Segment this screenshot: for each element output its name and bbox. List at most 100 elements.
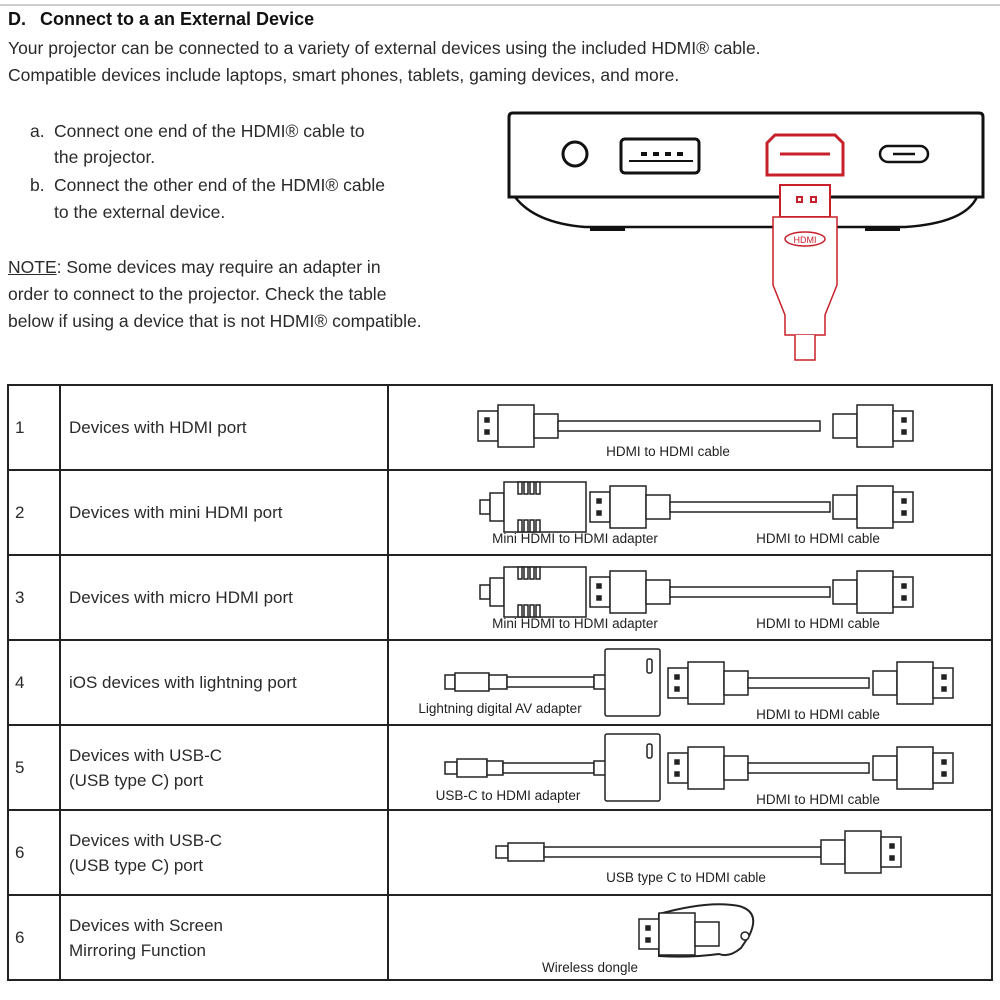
plug-body xyxy=(687,746,725,790)
fin xyxy=(529,566,535,580)
pin xyxy=(941,686,947,692)
plug-body xyxy=(856,485,894,529)
plug-body xyxy=(658,912,696,956)
hdmi-plug-icon xyxy=(832,404,914,448)
plug-head xyxy=(932,752,954,784)
pin xyxy=(889,855,895,861)
plug-collar xyxy=(593,760,607,776)
plug-head xyxy=(880,836,902,868)
pin xyxy=(674,771,680,777)
audio-jack-icon xyxy=(561,140,589,168)
lightning-plug-icon xyxy=(454,672,490,692)
description-line: Devices with Screen xyxy=(69,915,224,935)
adapter-body xyxy=(503,566,587,618)
fin xyxy=(529,519,535,533)
cable-label: USB type C to HDMI cable xyxy=(606,870,766,885)
connection-diagram: Wireless dongle xyxy=(387,894,993,981)
pin xyxy=(901,595,907,601)
description-line: Devices with USB-C xyxy=(69,745,223,765)
pin xyxy=(674,759,680,765)
pin xyxy=(901,429,907,435)
pin xyxy=(941,771,947,777)
pin xyxy=(674,686,680,692)
diagram-svg: HDMI to HDMI cable xyxy=(477,404,914,459)
note-line-3: below if using a device that is not HDMI… xyxy=(8,311,422,331)
description-line: (USB type C) port xyxy=(69,770,204,790)
plug-collar xyxy=(872,670,898,696)
cable xyxy=(502,762,595,774)
hdmi-plug-icon xyxy=(589,570,671,614)
pin xyxy=(645,937,651,943)
step-a-line-2: the projector. xyxy=(54,147,156,167)
plug-collar xyxy=(723,755,749,781)
hdmi-plug-icon xyxy=(832,570,914,614)
fin xyxy=(535,566,541,580)
pin xyxy=(901,510,907,516)
cable-label: HDMI to HDMI cable xyxy=(756,707,880,722)
description-line: Devices with micro HDMI port xyxy=(69,588,293,607)
plug-body xyxy=(609,570,647,614)
plug-collar xyxy=(832,413,858,439)
pin xyxy=(901,583,907,589)
plug-body xyxy=(856,570,894,614)
cable xyxy=(747,677,870,689)
fin xyxy=(535,481,541,495)
plug-collar xyxy=(593,674,607,690)
pin xyxy=(941,674,947,680)
pin xyxy=(901,498,907,504)
plug-body xyxy=(844,830,882,874)
row-number: 6 xyxy=(7,894,61,981)
adapter-port xyxy=(646,658,653,674)
lightning-tip xyxy=(444,674,456,690)
plug-head xyxy=(667,667,689,699)
section-title-text: Connect to a an External Device xyxy=(40,9,315,29)
intro-line-1: Your projector can be connected to a var… xyxy=(8,38,761,58)
cable xyxy=(506,676,595,688)
plug-collar xyxy=(820,839,846,865)
fin xyxy=(523,519,529,533)
plug-head xyxy=(892,576,914,608)
cable xyxy=(669,501,831,513)
connection-diagram: HDMI to HDMI cable xyxy=(387,384,993,471)
plug-collar xyxy=(645,494,671,520)
cable xyxy=(669,586,831,598)
adapter-body xyxy=(503,481,587,533)
description-line: Devices with mini HDMI port xyxy=(69,503,283,522)
cable xyxy=(557,420,821,432)
adapter-tip xyxy=(479,584,491,600)
plug-body xyxy=(856,404,894,448)
plug-head xyxy=(892,410,914,442)
cable-label: Mini HDMI to HDMI adapter xyxy=(492,616,658,631)
pin xyxy=(484,417,490,423)
projector-illustration: HDMI xyxy=(507,111,985,361)
cable-label: HDMI to HDMI cable xyxy=(756,531,880,546)
intro-line-2: Compatible devices include laptops, smar… xyxy=(8,65,680,85)
usb-port-icon xyxy=(619,137,701,175)
row-number: 6 xyxy=(7,809,61,896)
plug-collar xyxy=(872,755,898,781)
pin xyxy=(596,510,602,516)
fin xyxy=(535,519,541,533)
step-b-line-2: to the external device. xyxy=(54,202,226,222)
plug-collar xyxy=(832,494,858,520)
cable-label: Wireless dongle xyxy=(542,960,638,975)
hdmi-badge-text: HDMI xyxy=(794,235,817,245)
usbc-tip xyxy=(495,845,509,859)
step-b-marker: b. xyxy=(30,175,45,195)
hdmi-plug-icon xyxy=(872,746,954,790)
hdmi-cable-highlight: HDMI xyxy=(765,133,845,361)
usbc-plug-icon xyxy=(456,758,488,778)
pin xyxy=(889,843,895,849)
device-description: Devices with USB-C(USB type C) port xyxy=(59,809,389,896)
pin xyxy=(941,759,947,765)
pin xyxy=(901,417,907,423)
projector-body xyxy=(507,111,985,199)
